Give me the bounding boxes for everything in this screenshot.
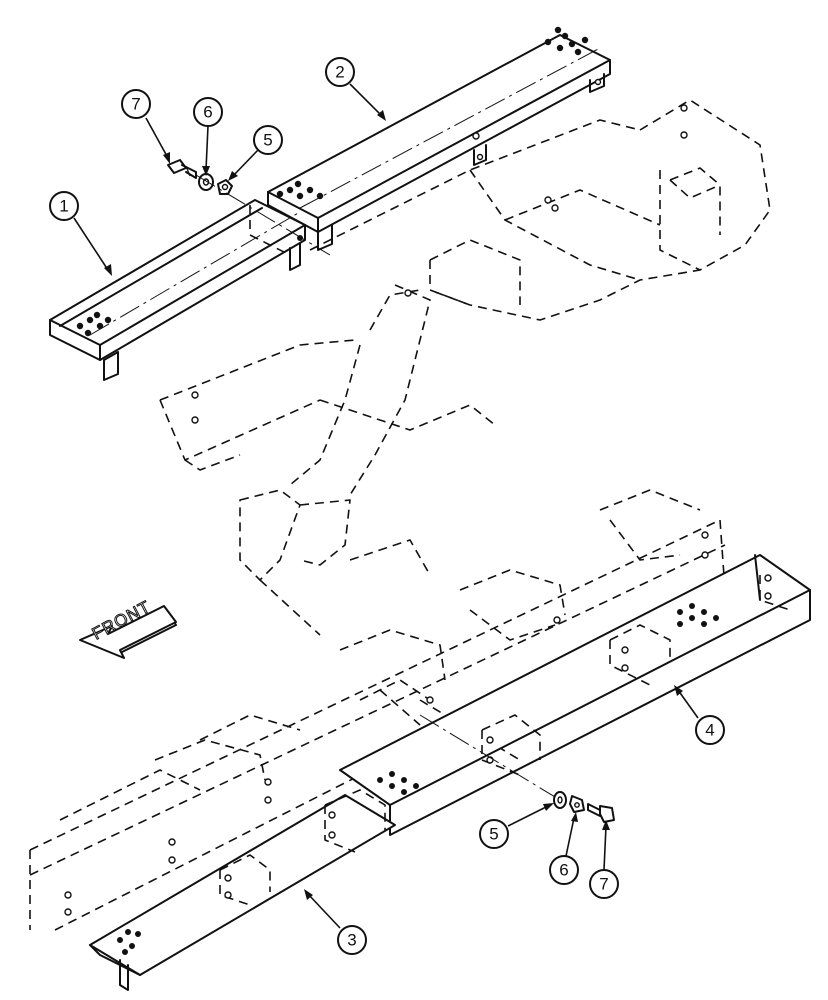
svg-text:6: 6 xyxy=(203,103,212,122)
part-4-lower-right-beam xyxy=(339,554,811,836)
callout-2: 2 xyxy=(325,57,355,87)
svg-text:7: 7 xyxy=(131,95,140,114)
svg-text:5: 5 xyxy=(263,131,272,150)
callout-5-bottom: 5 xyxy=(479,819,509,849)
callout-5-top: 5 xyxy=(253,125,283,155)
lower-hardware-bolt-washer-nut xyxy=(419,714,615,823)
svg-text:3: 3 xyxy=(347,931,356,950)
callout-7-top: 7 xyxy=(121,89,151,119)
front-direction-arrow: FRONT xyxy=(79,596,177,659)
svg-text:4: 4 xyxy=(705,721,714,740)
svg-text:6: 6 xyxy=(559,861,568,880)
machine-frame-upper-dashed xyxy=(159,99,771,636)
callout-6-bottom: 6 xyxy=(549,855,579,885)
svg-text:1: 1 xyxy=(59,197,68,216)
callouts: 7 6 5 1 2 xyxy=(49,57,725,955)
machine-frame-lower-dashed xyxy=(29,489,726,931)
svg-text:7: 7 xyxy=(599,875,608,894)
callout-1: 1 xyxy=(49,191,79,221)
callout-6-top: 6 xyxy=(193,97,223,127)
part-1-left-channel xyxy=(49,199,306,381)
svg-text:5: 5 xyxy=(489,825,498,844)
svg-text:2: 2 xyxy=(335,63,344,82)
callout-7-bottom: 7 xyxy=(589,869,619,899)
callout-4: 4 xyxy=(695,715,725,745)
upper-hardware-bolt-washer-nut xyxy=(167,159,331,256)
part-2-right-channel xyxy=(267,26,611,251)
callout-3: 3 xyxy=(337,925,367,955)
part-3-lower-left-beam xyxy=(89,789,396,991)
